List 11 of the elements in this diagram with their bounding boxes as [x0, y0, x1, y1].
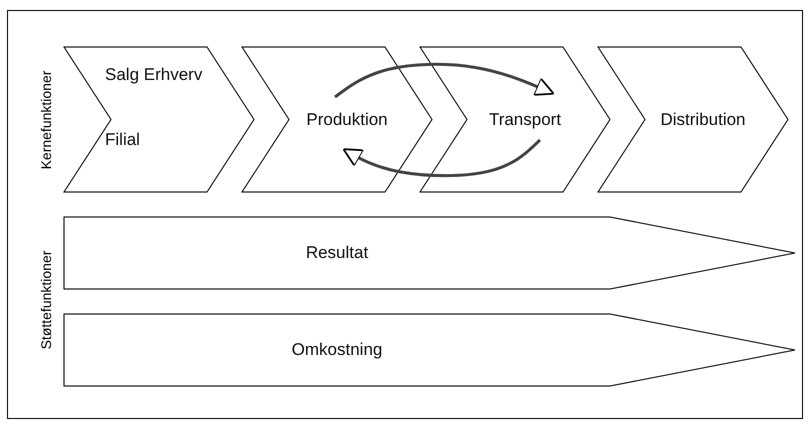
node-label: Transport	[488, 110, 562, 130]
curved-arrow	[334, 62, 555, 98]
node-label: Filial	[105, 130, 140, 150]
curved-arrow	[342, 138, 542, 178]
node-label: Produktion	[306, 110, 388, 130]
side-label: Kernefunktioner	[38, 70, 54, 170]
node-label: Distribution	[660, 110, 746, 130]
node-label: Salg Erhverv	[105, 65, 202, 85]
side-label: Støttefunktioner	[38, 250, 54, 350]
node-label: Resultat	[306, 243, 368, 263]
node-label: Omkostning	[292, 340, 382, 360]
